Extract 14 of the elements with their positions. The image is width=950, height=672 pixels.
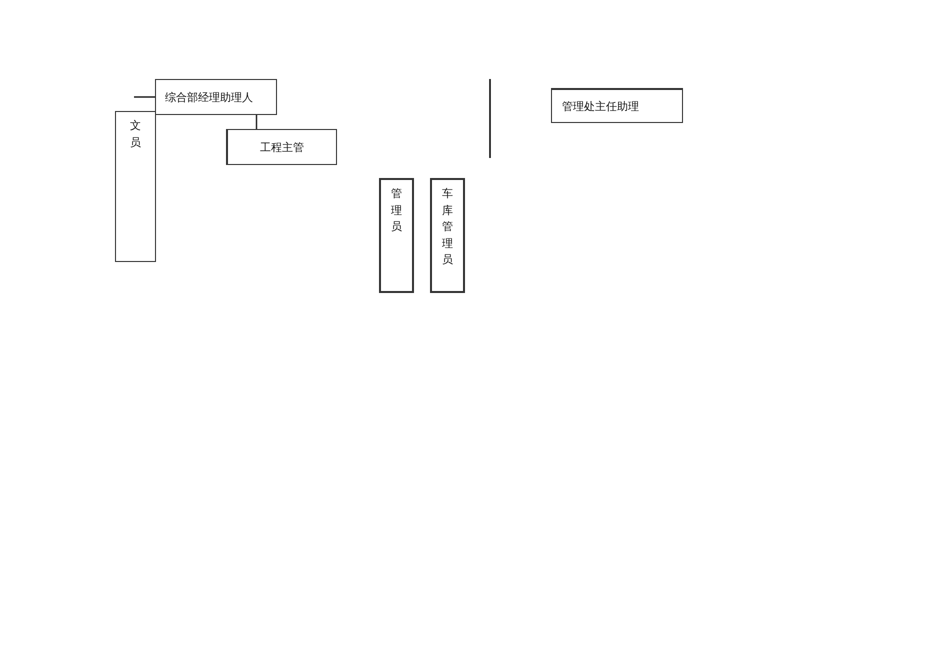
org-box <box>551 88 683 123</box>
position-label: 文员 <box>130 118 141 150</box>
position-label: 车库管理员 <box>442 186 453 268</box>
org-box <box>430 178 465 293</box>
org-box <box>226 129 337 165</box>
position-label: 管理员 <box>391 186 402 235</box>
org-box <box>115 111 156 262</box>
org-box <box>379 178 414 293</box>
org-box <box>155 79 277 115</box>
connector-line <box>134 96 155 98</box>
connector-line <box>256 115 258 129</box>
position-label: 管理处主任助理 <box>562 98 639 114</box>
position-label: 工程主管 <box>260 140 304 154</box>
position-label: 综合部经理助理人 <box>165 90 253 104</box>
